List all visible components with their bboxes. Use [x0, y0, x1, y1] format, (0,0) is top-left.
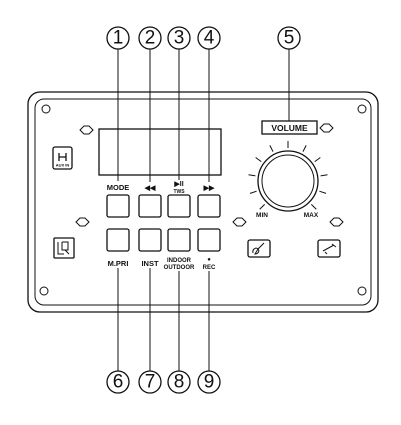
guitar-input: [247, 239, 271, 258]
hex-nut-upper-left: [79, 125, 94, 135]
display-window: [98, 128, 222, 176]
callout-3: 3: [174, 28, 185, 49]
aux-jack-icon: [52, 146, 73, 170]
aux-in-label: AUX IN: [56, 163, 70, 168]
inst-label: INST: [141, 259, 159, 268]
next-button[interactable]: [197, 194, 221, 218]
callout-5: 5: [284, 28, 295, 49]
mpri-label: M.PRI: [108, 259, 129, 268]
callout-7-circle: [138, 370, 162, 394]
max-label: MAX: [304, 212, 319, 219]
mic-input: [317, 239, 341, 258]
inst-button[interactable]: [138, 228, 162, 252]
mode-button[interactable]: [106, 194, 130, 218]
callout-1-circle: [106, 26, 130, 50]
volume-tick: [248, 174, 256, 177]
volume-tick: [319, 190, 327, 194]
hex-nut-mid-left: [232, 217, 247, 227]
rec-dot-label: ●: [207, 257, 211, 263]
volume-knob-group: MIN MAX: [248, 141, 328, 219]
screw-top-left: [41, 104, 51, 114]
volume-knob[interactable]: [257, 150, 319, 212]
callout-5-circle: [277, 26, 301, 50]
screw-top-right: [357, 104, 367, 114]
button-row-bottom: [106, 228, 221, 252]
volume-tick: [302, 145, 307, 152]
volume-tick: [259, 203, 266, 210]
callout-8-circle: [167, 370, 191, 394]
screw-bottom-right: [357, 286, 367, 296]
rec-button[interactable]: [197, 228, 221, 252]
volume-tick: [249, 190, 257, 194]
callout-8: 8: [174, 372, 185, 393]
indoor-label: INDOOR: [167, 258, 192, 264]
prev-button[interactable]: [138, 194, 162, 218]
callout-2-circle: [138, 26, 162, 50]
lr-logo-letters: [57, 241, 70, 255]
callout-6-circle: [106, 370, 130, 394]
tws-label: TWS: [173, 189, 185, 195]
callout-2: 2: [145, 28, 156, 49]
callout-9-circle: [197, 370, 221, 394]
callout-9: 9: [204, 372, 215, 393]
callout-4-circle: [197, 26, 221, 50]
volume-tick: [314, 157, 321, 163]
mic-symbol: [322, 243, 337, 255]
hex-nut-right-volume: [319, 123, 334, 133]
rec-label: REC: [203, 265, 216, 271]
callout-7: 7: [145, 372, 156, 393]
hex-nuts: [75, 123, 344, 227]
min-label: MIN: [256, 212, 268, 219]
callout-leaders: [117, 49, 290, 371]
volume-label: VOLUME: [271, 123, 308, 133]
volume-knob-inner: [261, 154, 315, 208]
panel-inner-frame: [34, 98, 372, 306]
hex-nut-lower-left: [75, 217, 90, 227]
mic-input-icon[interactable]: [317, 239, 341, 258]
guitar-symbol: [252, 242, 265, 255]
aux-jack-symbol: [58, 153, 67, 161]
volume-tick: [320, 174, 328, 177]
next-label: ▶▶: [203, 185, 215, 192]
callout-6: 6: [113, 372, 124, 393]
mode-label: MODE: [107, 183, 130, 192]
lr-logo: [53, 237, 75, 259]
outdoor-label: OUTDOOR: [164, 265, 195, 271]
volume-tick: [310, 203, 317, 210]
corner-screws: [39, 104, 367, 296]
play-pause-label: ▶II: [173, 181, 183, 188]
panel-outer-frame: [27, 91, 379, 313]
mpri-button[interactable]: [106, 228, 130, 252]
play-pause-button[interactable]: [167, 194, 191, 218]
volume-scale-ticks: [248, 141, 328, 210]
guitar-input-icon[interactable]: [247, 239, 271, 258]
prev-label: ◀◀: [144, 185, 156, 192]
callout-numbers: 1 2 3 4 5 6 7 8 9: [106, 26, 301, 394]
callout-1: 1: [113, 28, 124, 49]
screw-bottom-left: [39, 286, 49, 296]
callout-4: 4: [204, 28, 215, 49]
volume-tick: [255, 157, 262, 163]
aux-jack: AUX IN: [52, 146, 73, 170]
indoor-outdoor-button[interactable]: [167, 228, 191, 252]
lr-logo-icon: [53, 237, 75, 259]
volume-tick: [269, 145, 274, 152]
hex-nut-mid-right: [329, 217, 344, 227]
button-row-top: [106, 194, 221, 218]
callout-3-circle: [167, 26, 191, 50]
